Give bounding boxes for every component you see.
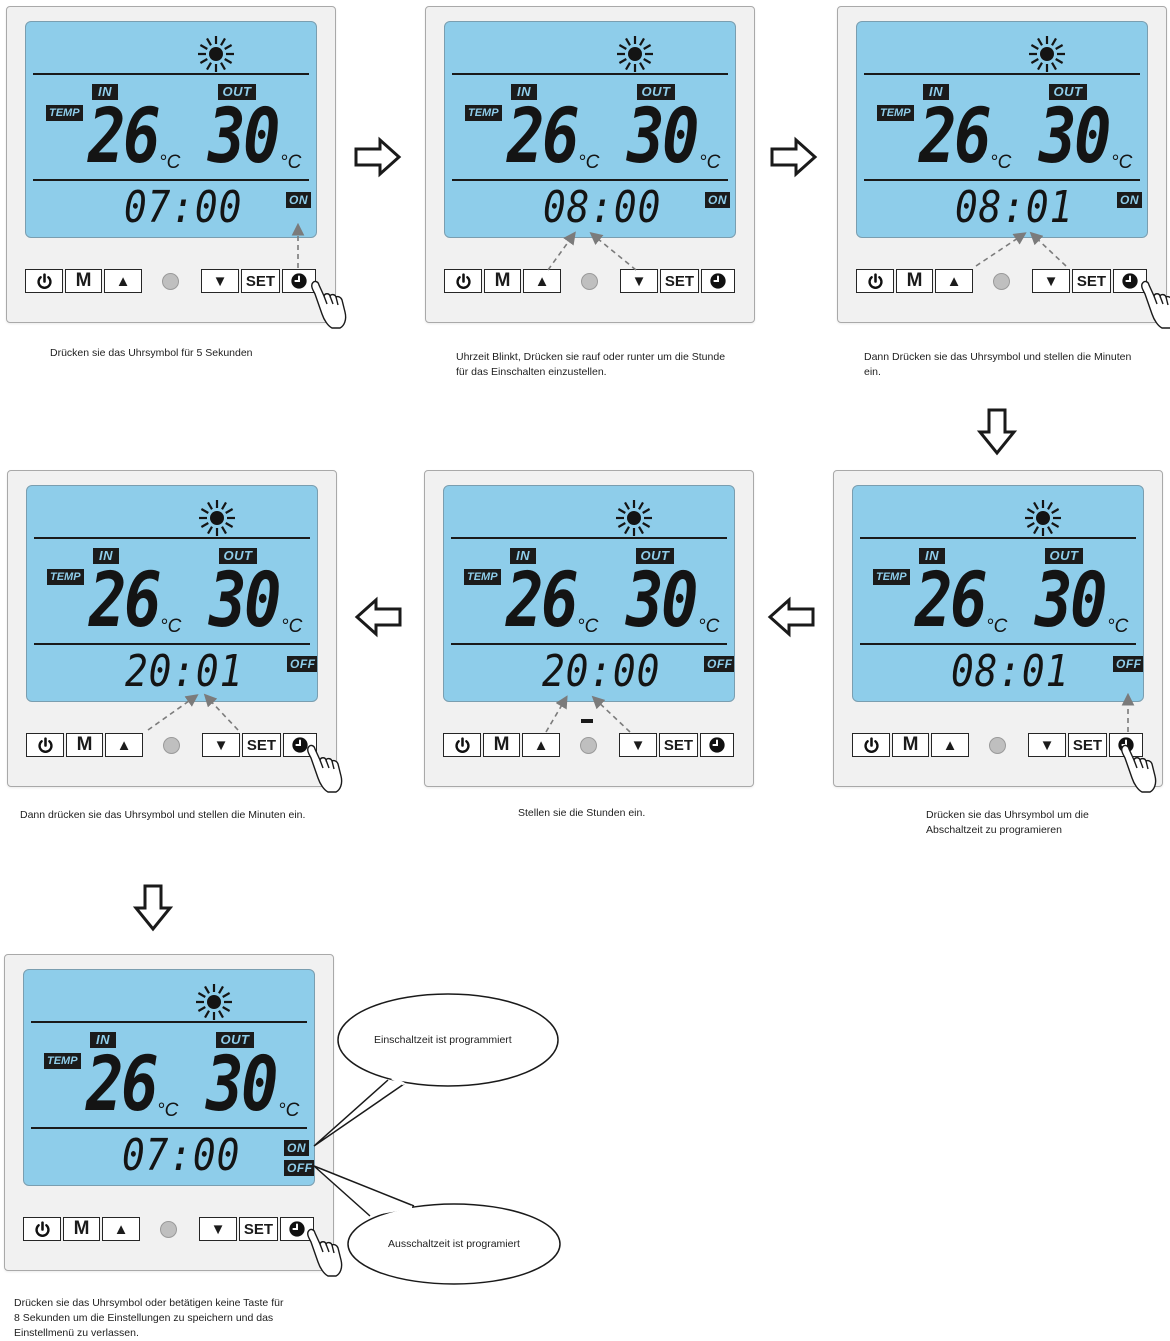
arrow-right-icon — [356, 140, 399, 174]
pointer-line — [546, 698, 566, 732]
arrow-down-icon — [136, 886, 170, 929]
arrow-left-icon — [357, 600, 400, 634]
pointing-hand-icon — [1122, 745, 1156, 792]
arrow-left-icon — [770, 600, 813, 634]
pointer-line — [594, 698, 630, 732]
pointer-line — [592, 234, 636, 270]
pointer-line — [1032, 234, 1066, 266]
pointer-line — [548, 234, 574, 270]
pointing-hand-icon — [308, 745, 342, 792]
pointer-line — [976, 234, 1024, 266]
pointing-hand-icon — [308, 1229, 342, 1276]
pointer-line — [206, 696, 238, 730]
blink-indicator — [581, 719, 593, 723]
arrow-right-icon — [772, 140, 815, 174]
pointer-line — [148, 696, 196, 730]
pointing-hand-icon — [312, 281, 346, 328]
bubble-on-programmed — [314, 994, 558, 1146]
arrow-down-icon — [980, 410, 1014, 453]
bubble-off-programmed — [314, 1166, 560, 1284]
bubble-on-text: Einschaltzeit ist programmiert — [374, 1034, 512, 1046]
bubble-off-text: Ausschaltzeit ist programiert — [388, 1238, 520, 1250]
pointing-hand-icon — [1142, 281, 1170, 328]
